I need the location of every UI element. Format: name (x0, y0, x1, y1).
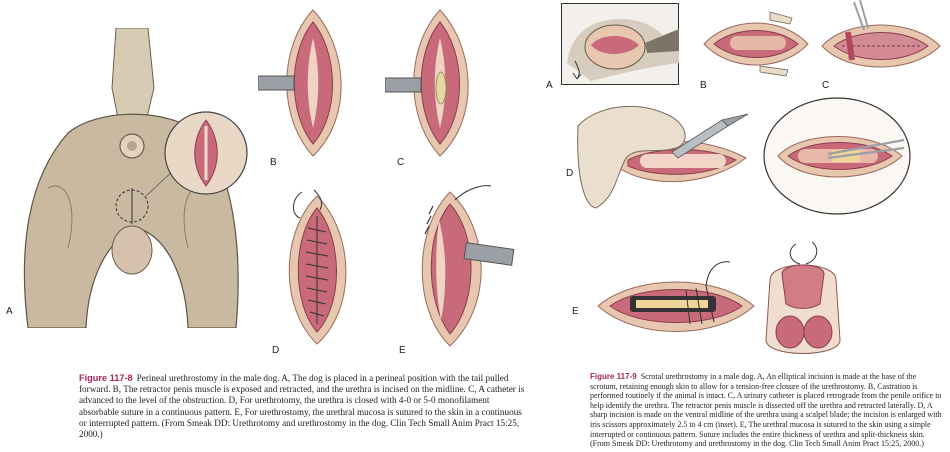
panel-label-e: E (399, 345, 406, 356)
illustration-urinary-catheter (818, 0, 944, 82)
panel-label-a: A (6, 306, 13, 317)
illustration-mucosa-sutured (596, 256, 756, 356)
panel-label-d: D (272, 345, 280, 356)
figure-caption-text-right: Scrotal urethrostomy in a male dog. A, A… (590, 372, 942, 449)
illustration-incision-inset (163, 110, 249, 196)
panel-label-e-right: E (572, 306, 579, 317)
panel-label-c: C (397, 157, 405, 168)
illustration-scalpel-incision (576, 96, 750, 222)
panel-label-c-right: C (822, 80, 830, 91)
panel-label-d-right: D (566, 168, 574, 179)
panel-label-b-right: B (700, 80, 707, 91)
panel-label-a-right: A (546, 80, 553, 91)
illustration-urethrotomy-closure (262, 188, 372, 348)
illustration-urethrostomy-suture (395, 180, 515, 350)
illustration-retractor-penis-exposed (258, 8, 368, 158)
illustration-cross-section (760, 240, 846, 366)
illustration-elliptical-incision (561, 3, 679, 85)
illustration-catheter-advanced (385, 8, 495, 158)
illustration-iris-scissors-inset (762, 96, 912, 216)
panel-label-b: B (270, 157, 277, 168)
figure-title-left: Figure 117-8 (79, 373, 133, 383)
illustration-castration (700, 8, 812, 78)
figure-caption-text-left: Perineal urethrostomy in the male dog. A… (79, 373, 525, 440)
figure-title-right: Figure 117-9 (590, 372, 637, 381)
